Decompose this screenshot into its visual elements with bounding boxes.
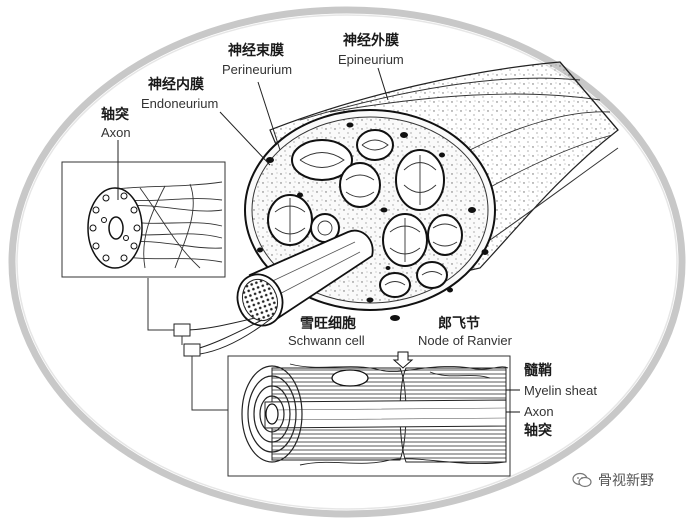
axon-bottom-label-en: Axon [524, 404, 554, 419]
axon-top-label-en: Axon [101, 125, 131, 140]
schwann-cell-label-zh: 雪旺细胞 [300, 316, 356, 332]
myelin-sheath-label-zh: 髓鞘 [524, 363, 552, 379]
epineurium-label-zh: 神经外膜 [343, 33, 399, 49]
node-of-ranvier-label-en: Node of Ranvier [418, 333, 512, 348]
myelin-sheath-label-en: Myelin sheat [524, 383, 597, 398]
fascicle-tube [236, 229, 374, 327]
axon-bundle-inset [61, 161, 226, 278]
perineurium-label-en: Perineurium [222, 62, 293, 77]
endoneurium-label-en: Endoneurium [141, 96, 219, 111]
wechat-icon [572, 472, 592, 488]
myelinated-fiber-inset [227, 351, 520, 477]
leader-lines [117, 67, 389, 200]
schwann-cell-label-en: Schwann cell [288, 333, 365, 348]
perineurium-label-zh: 神经束膜 [228, 43, 284, 59]
endoneurium-label-zh: 神经内膜 [148, 77, 204, 93]
watermark: 骨视新野 [572, 470, 654, 490]
axon-top-label-zh: 轴突 [101, 107, 129, 123]
watermark-text: 骨视新野 [598, 473, 654, 489]
oval-frame [8, 6, 686, 518]
epineurium-label-en: Epineurium [338, 52, 404, 67]
node-of-ranvier-label-zh: 郎飞节 [438, 316, 480, 332]
axon-bottom-label-zh: 轴突 [524, 423, 552, 439]
